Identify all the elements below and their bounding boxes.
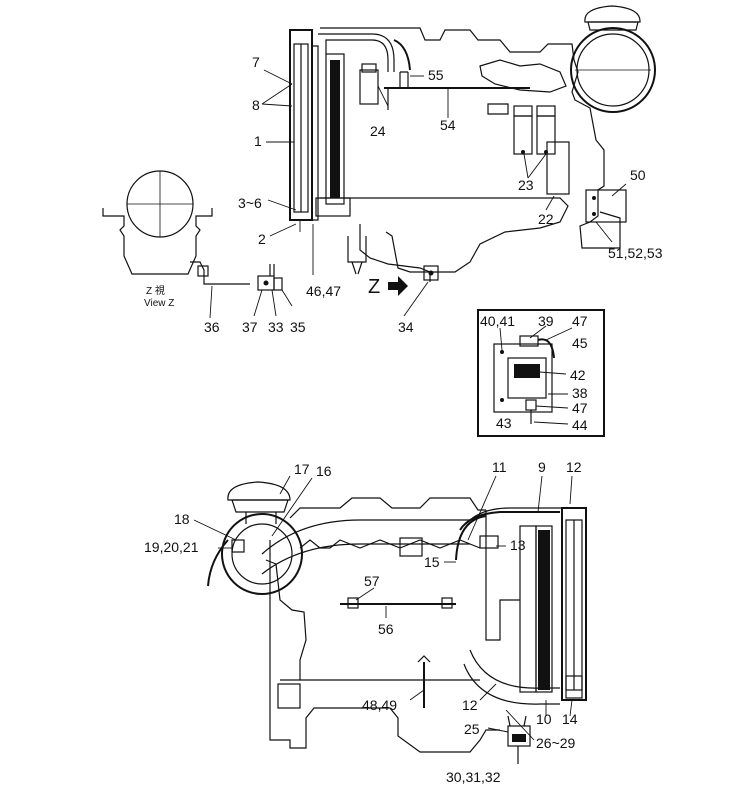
label-57: 57 bbox=[364, 573, 380, 589]
label-40-41: 40,41 bbox=[480, 313, 515, 329]
view-z-caption-2: View Z bbox=[144, 298, 174, 309]
label-19-21: 19,20,21 bbox=[144, 539, 199, 555]
label-22: 22 bbox=[538, 211, 554, 227]
label-44: 44 bbox=[572, 417, 588, 433]
bar-56-57 bbox=[340, 597, 456, 609]
label-13: 13 bbox=[510, 537, 526, 553]
label-8: 8 bbox=[252, 97, 260, 113]
label-12-top: 12 bbox=[566, 459, 582, 475]
radiator-assembly-lower bbox=[455, 507, 587, 705]
label-37: 37 bbox=[242, 319, 258, 335]
label-17: 17 bbox=[294, 461, 310, 477]
label-25: 25 bbox=[464, 721, 480, 737]
label-48-49: 48,49 bbox=[362, 697, 397, 713]
label-26-29: 26~29 bbox=[536, 735, 576, 751]
label-56: 56 bbox=[378, 621, 394, 637]
view-z-figure bbox=[102, 170, 293, 307]
label-23: 23 bbox=[518, 177, 534, 193]
label-33: 33 bbox=[268, 319, 284, 335]
inset-detail bbox=[477, 309, 605, 437]
label-35: 35 bbox=[290, 319, 306, 335]
label-39: 39 bbox=[538, 313, 554, 329]
label-51-53: 51,52,53 bbox=[608, 245, 663, 261]
label-47-top: 47 bbox=[572, 313, 588, 329]
z-arrow-icon bbox=[388, 276, 408, 296]
label-12-bottom: 12 bbox=[462, 697, 478, 713]
air-cleaner-lower bbox=[207, 481, 470, 595]
label-54: 54 bbox=[440, 117, 456, 133]
filter-24 bbox=[359, 63, 389, 107]
z-arrow-label: Z bbox=[368, 276, 380, 298]
label-43: 43 bbox=[496, 415, 512, 431]
label-36: 36 bbox=[204, 319, 220, 335]
label-16: 16 bbox=[316, 463, 332, 479]
view-z-caption-1: Z 視 bbox=[146, 284, 165, 297]
pipe-54-55 bbox=[384, 71, 530, 110]
label-34: 34 bbox=[398, 319, 414, 335]
label-10: 10 bbox=[536, 711, 552, 727]
radiator-assembly-upper bbox=[289, 29, 411, 275]
label-9: 9 bbox=[538, 459, 546, 475]
label-30-32: 30,31,32 bbox=[446, 769, 501, 785]
label-46-47: 46,47 bbox=[306, 283, 341, 299]
label-3-6: 3~6 bbox=[238, 195, 262, 211]
label-18: 18 bbox=[174, 511, 190, 527]
lower-engine-view bbox=[193, 475, 587, 764]
label-24: 24 bbox=[370, 123, 386, 139]
label-55: 55 bbox=[428, 67, 444, 83]
label-1: 1 bbox=[254, 133, 262, 149]
air-cleaner-upper bbox=[570, 5, 656, 113]
label-45: 45 bbox=[572, 335, 588, 351]
label-14: 14 bbox=[562, 711, 578, 727]
label-15: 15 bbox=[424, 554, 440, 570]
label-47-bottom: 47 bbox=[572, 400, 588, 416]
label-7: 7 bbox=[252, 54, 260, 70]
label-11: 11 bbox=[492, 459, 507, 475]
box-50 bbox=[585, 189, 627, 223]
label-38: 38 bbox=[572, 385, 588, 401]
label-50: 50 bbox=[630, 167, 646, 183]
label-2: 2 bbox=[258, 231, 266, 247]
label-42: 42 bbox=[570, 367, 586, 383]
upper-engine-view bbox=[102, 5, 656, 319]
